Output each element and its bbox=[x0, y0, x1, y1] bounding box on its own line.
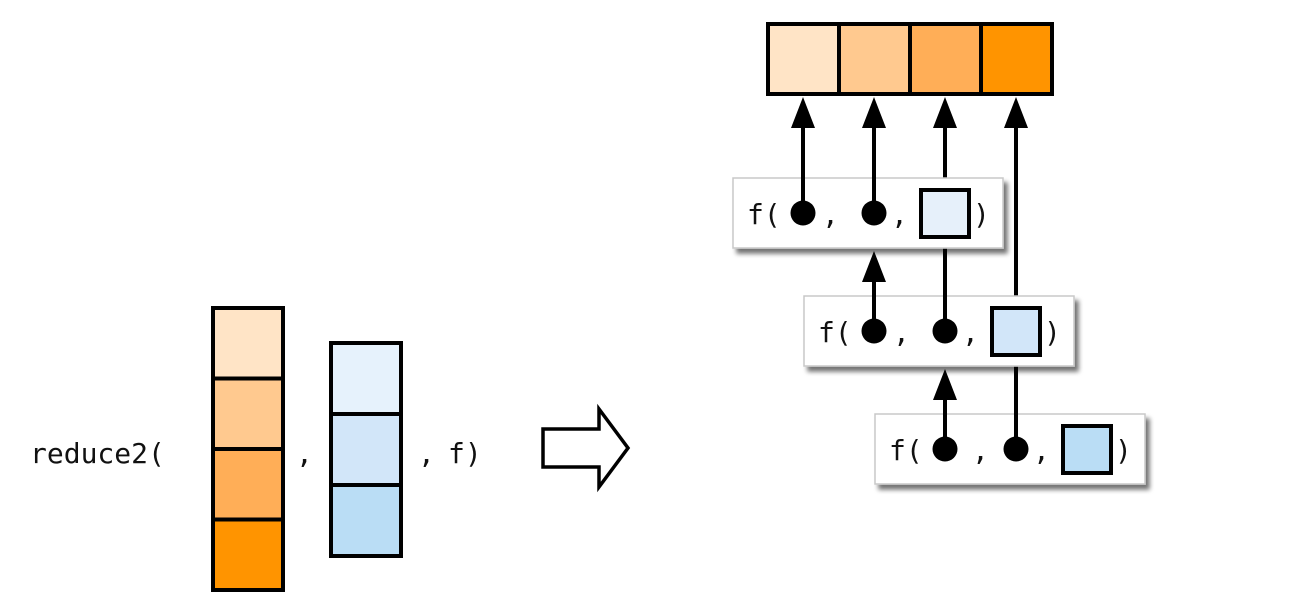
output-cell-1 bbox=[766, 22, 841, 96]
output-cell-4 bbox=[979, 22, 1054, 96]
accumulator-dot-icon bbox=[861, 318, 887, 344]
element-dot-icon bbox=[861, 200, 887, 226]
comma-separator: , bbox=[893, 316, 910, 349]
comma-separator: , bbox=[962, 316, 979, 349]
element-dot-icon bbox=[1003, 436, 1029, 462]
arrowheads bbox=[791, 97, 1028, 400]
function-call-box-2: f(,,) bbox=[803, 294, 1075, 367]
blue-cell-2 bbox=[329, 412, 403, 487]
call-label: f( bbox=[747, 198, 781, 231]
right-hollow-arrow-icon bbox=[541, 403, 631, 493]
function-arg-text: f) bbox=[448, 437, 482, 470]
arrowhead-up-icon bbox=[862, 251, 886, 282]
function-call-boxes: f(,,)f(,,)f(,,) bbox=[732, 176, 1146, 485]
close-paren: ) bbox=[1044, 316, 1061, 349]
arrowhead-up-icon bbox=[791, 97, 815, 128]
close-paren: ) bbox=[1115, 434, 1132, 467]
arrowhead-up-icon bbox=[933, 97, 957, 128]
orange-cell-1 bbox=[211, 306, 285, 381]
y-element-square bbox=[1061, 424, 1113, 475]
output-cell-3 bbox=[908, 22, 983, 96]
arrowhead-up-icon bbox=[862, 97, 886, 128]
orange-cell-4 bbox=[211, 517, 285, 592]
orange-input-vector bbox=[211, 306, 285, 592]
call-label: f( bbox=[889, 434, 923, 467]
blue-cell-3 bbox=[329, 483, 403, 558]
connector-lines bbox=[801, 125, 1018, 448]
function-call-box-1: f(,,) bbox=[732, 176, 1004, 249]
comma-separator: , bbox=[972, 434, 989, 467]
orange-cell-3 bbox=[211, 447, 285, 522]
accumulator-dot-icon bbox=[932, 436, 958, 462]
comma-separator-2: , bbox=[418, 437, 435, 470]
comma-separator: , bbox=[1033, 434, 1050, 467]
comma-separator: , bbox=[891, 198, 908, 231]
output-vector bbox=[766, 22, 1054, 96]
comma-separator-1: , bbox=[296, 437, 313, 470]
comma-separator: , bbox=[822, 198, 839, 231]
arrowhead-up-icon bbox=[1004, 97, 1028, 128]
output-cell-2 bbox=[837, 22, 912, 96]
function-call-box-3: f(,,) bbox=[874, 412, 1146, 485]
call-label: f( bbox=[818, 316, 852, 349]
blue-input-vector bbox=[329, 341, 403, 558]
element-dot-icon bbox=[932, 318, 958, 344]
accumulator-dot-icon bbox=[790, 200, 816, 226]
orange-cell-2 bbox=[211, 376, 285, 451]
arrowhead-up-icon bbox=[933, 369, 957, 400]
reduce2-call: reduce2( , , f) bbox=[30, 306, 482, 592]
function-name-text: reduce2( bbox=[30, 437, 165, 470]
y-element-square bbox=[919, 188, 971, 239]
blue-cell-1 bbox=[329, 341, 403, 416]
y-element-square bbox=[990, 306, 1042, 357]
close-paren: ) bbox=[973, 198, 990, 231]
